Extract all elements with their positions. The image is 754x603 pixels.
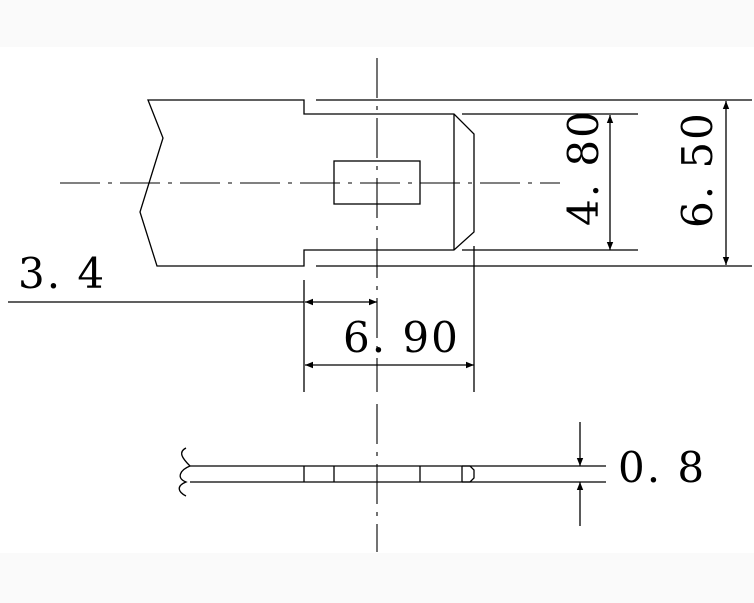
dimension-length: 6. 90	[343, 313, 460, 362]
dimension-outer-width: 6. 50	[673, 111, 722, 228]
inner-width-extension-lines	[462, 113, 638, 251]
bottom-margin-band	[0, 553, 754, 603]
length-extension-lines	[303, 246, 475, 392]
outer-width-extension-lines	[316, 99, 752, 267]
side-view-outline	[178, 447, 606, 497]
dimension-thickness: 0. 8	[618, 443, 706, 492]
dimension-offset-left: 3. 4	[18, 249, 106, 298]
top-margin-band	[0, 0, 754, 47]
dimension-inner-width: 4. 80	[559, 109, 608, 226]
top-view-outline	[139, 99, 475, 267]
